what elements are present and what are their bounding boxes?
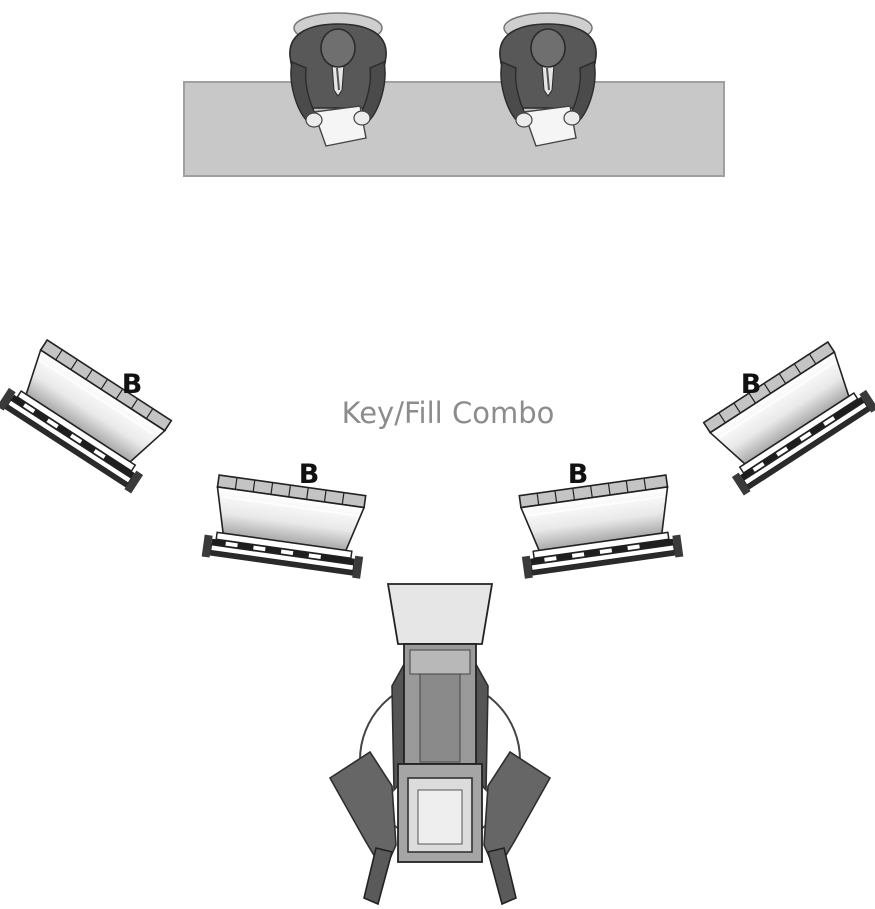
light-label-far-left: B (122, 369, 143, 400)
light-label-far-right: B (741, 369, 762, 400)
light-near-right (512, 473, 685, 580)
light-far-left (0, 335, 178, 495)
light-label-near-right: B (568, 459, 589, 490)
news-desk (183, 81, 725, 177)
camera (328, 583, 552, 906)
diagram-title: Key/Fill Combo (342, 396, 555, 430)
light-near-left (200, 473, 373, 580)
light-far-right (697, 337, 875, 497)
light-label-near-left: B (299, 459, 320, 490)
